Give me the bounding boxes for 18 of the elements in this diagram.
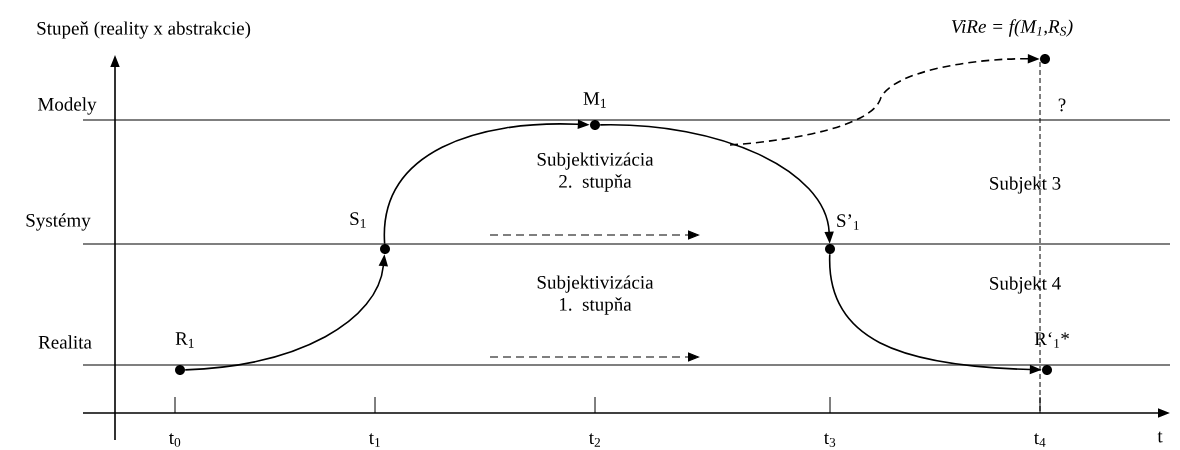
level-label: Modely <box>38 97 97 115</box>
level-label: Realita <box>38 335 92 349</box>
tick-label: t$_{3}$ <box>824 433 836 447</box>
level-label: Systémy <box>26 213 91 231</box>
point-label: M$_{1}$ <box>583 92 606 108</box>
point-label: S’$_{1}$ <box>837 214 859 230</box>
tick-label: t$_{4}$ <box>1034 433 1046 447</box>
point-label: ViRe = f(M$_{1}$,R$_{S}$) <box>951 19 1073 37</box>
subject-label: Subjekt 3 <box>990 176 1061 194</box>
question-mark: ? <box>1058 98 1066 112</box>
tick-label: t <box>1157 431 1163 443</box>
point-label: S$_{1}$ <box>350 212 366 228</box>
point-label: R‘$_{1}$* <box>1034 332 1069 348</box>
point-label: R$_{1}$ <box>175 332 194 348</box>
tick-label: t$_{1}$ <box>369 433 380 447</box>
tick-label: t$_{2}$ <box>589 433 600 447</box>
axis-title: Stupeň (reality x abstrakcie) <box>37 21 251 39</box>
process-label: Subjektivizácia 1. stupňa <box>537 275 654 315</box>
